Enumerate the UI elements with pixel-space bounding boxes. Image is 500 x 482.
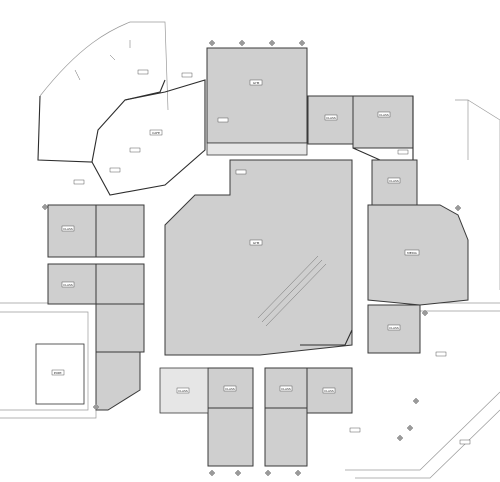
svg-text:CLASS: CLASS (63, 283, 73, 287)
main-hall: GYM (164, 159, 353, 356)
room-gym-main (164, 159, 353, 356)
site-boundary (0, 21, 500, 479)
room-south-c (306, 367, 353, 414)
svg-text:CLASS: CLASS (324, 389, 334, 393)
wing-north-east: CLASS CLASS (307, 95, 414, 161)
svg-text:CLASS: CLASS (379, 113, 389, 117)
svg-text:CLASS: CLASS (178, 389, 188, 393)
wing-east: CLASS MEDIA CLASS (367, 159, 469, 354)
svg-text:CAFE: CAFE (152, 131, 160, 135)
svg-text:CLASS: CLASS (281, 387, 291, 391)
portable-tag: PORT. (54, 371, 63, 375)
cafeteria-area: CAFE (91, 79, 206, 196)
svg-text:CLASS: CLASS (389, 179, 399, 183)
wing-south: CLASS CLASS CLASS CLASS (159, 367, 353, 467)
svg-text:CLASS: CLASS (326, 116, 336, 120)
svg-text:CLASS: CLASS (63, 227, 73, 231)
tag-gym-upper: GYM (253, 81, 260, 85)
tag-gym-main: GYM (253, 241, 260, 245)
room-north-b (352, 95, 414, 149)
entrance-court (37, 40, 166, 163)
small-room-tags (73, 69, 471, 445)
portable-building: PORT. (35, 343, 85, 405)
gym-block-north: GYM (206, 47, 308, 156)
column-markers (41, 39, 462, 477)
room-gym-upper (206, 47, 308, 144)
svg-text:CLASS: CLASS (389, 326, 399, 330)
svg-text:CLASS: CLASS (225, 387, 235, 391)
svg-text:MEDIA: MEDIA (407, 251, 418, 255)
wing-west: CLASS CLASS (47, 204, 145, 411)
